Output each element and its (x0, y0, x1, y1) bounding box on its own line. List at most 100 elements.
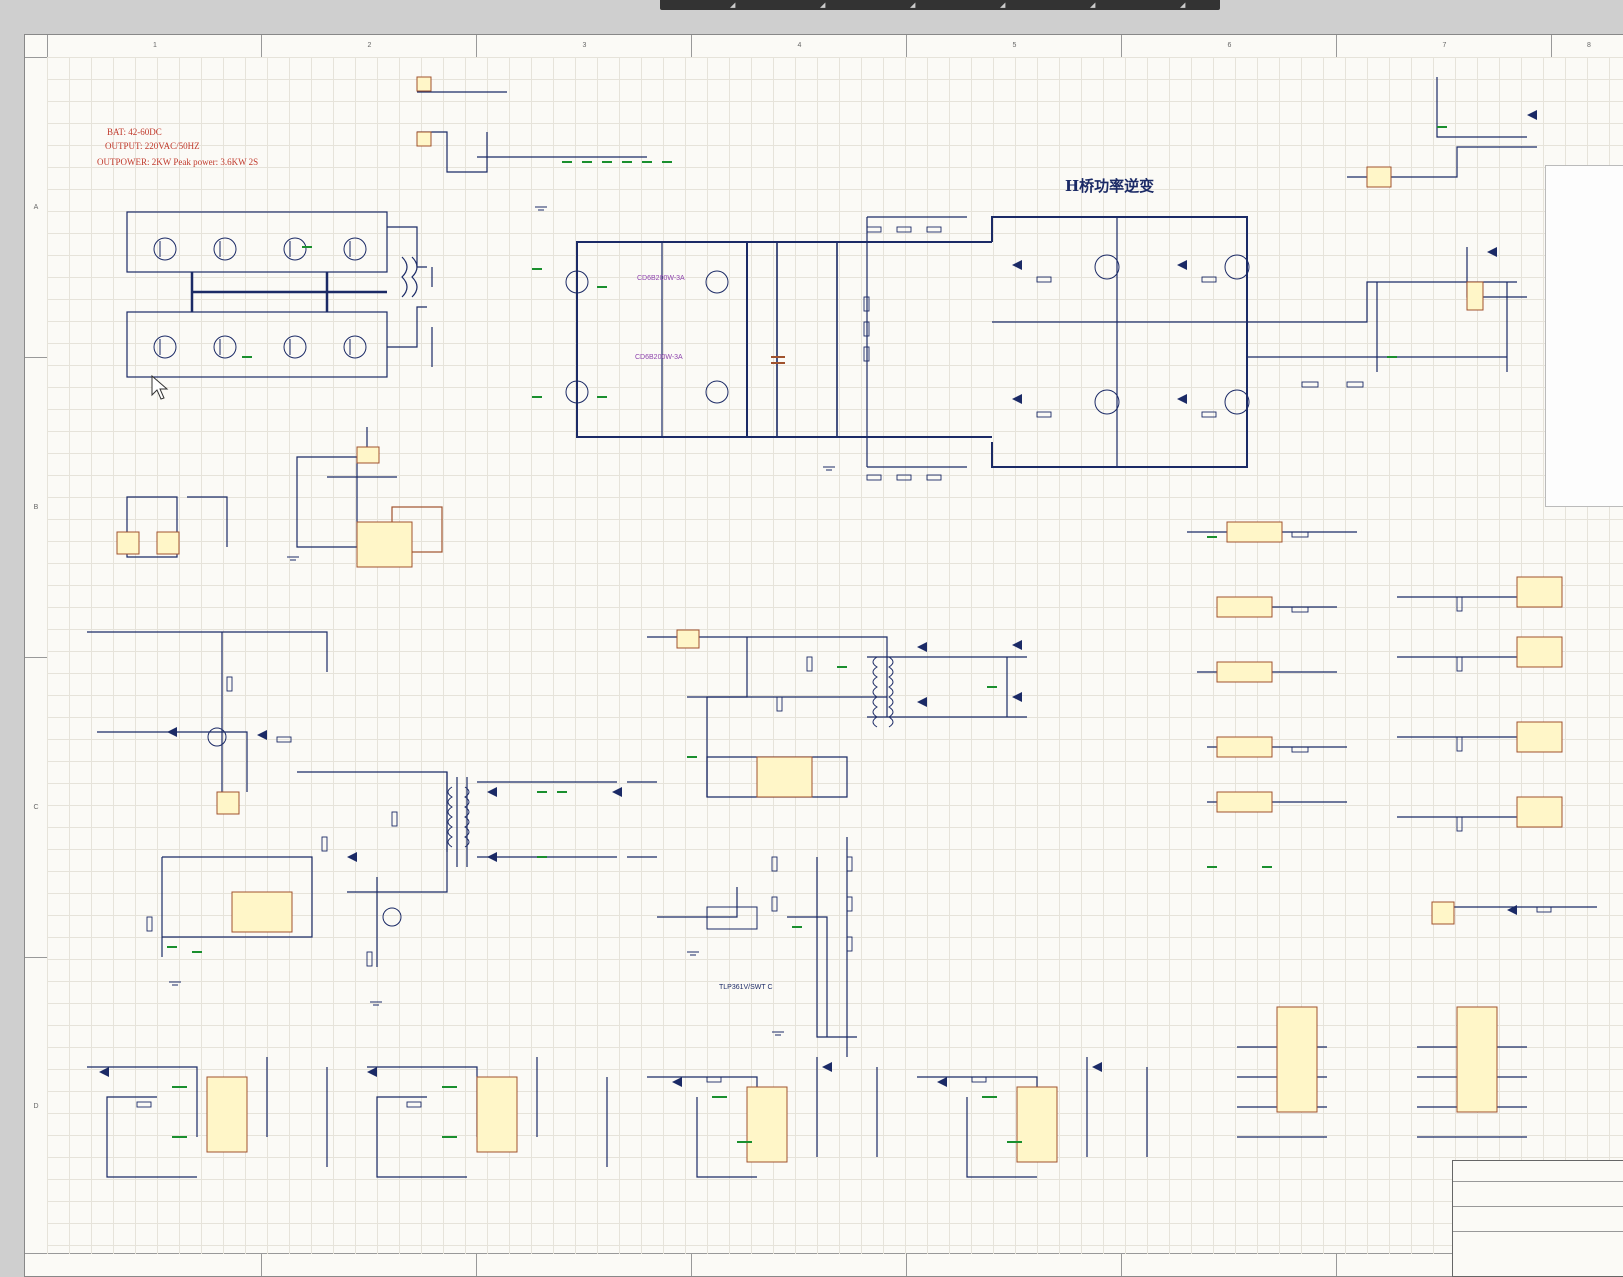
optocoupler-5 (1216, 791, 1273, 813)
side-panel-overlay (1545, 165, 1623, 507)
ic-control (356, 521, 413, 568)
chip-tag-opto: TLP361V/SWT C (719, 984, 773, 991)
capacitors (167, 126, 1447, 1143)
mosfet-symbol (283, 335, 307, 359)
mosfet-symbol (213, 237, 237, 261)
toolbar-tick: ◢ (820, 1, 826, 9)
document-toolbar: ◢ ◢ ◢ ◢ ◢ ◢ (660, 0, 1220, 10)
diode (487, 787, 497, 797)
toolbar-tick: ◢ (1180, 1, 1186, 9)
diode (672, 1077, 682, 1087)
toolbar-tick: ◢ (730, 1, 736, 9)
diode (1507, 905, 1517, 915)
chip-tag-driver-1: CD6B200W-3A (637, 275, 685, 282)
diode (347, 852, 357, 862)
zone-col-7: 7 (1336, 35, 1552, 57)
schematic-canvas[interactable]: BAT: 42-60DC OUTPUT: 220VAC/50HZ OUTPOWE… (47, 57, 1623, 1254)
zone-ruler-bottom (25, 1253, 1623, 1276)
connector-bat-plus (416, 76, 432, 92)
zone-col-8: 8 (1551, 35, 1623, 57)
mosfet-symbol (1094, 254, 1120, 280)
ic-regulator (356, 446, 380, 464)
zone-col-2: 2 (261, 35, 477, 57)
connector-fan-1 (116, 531, 140, 555)
toolbar-tick: ◢ (1090, 1, 1096, 9)
ground-symbols (169, 206, 835, 1036)
mosfet-symbol (1094, 389, 1120, 415)
diode (1012, 640, 1022, 650)
ic-packages (116, 76, 1563, 1163)
diode (1177, 394, 1187, 404)
schematic-sheet[interactable]: 1 2 3 4 5 6 7 8 A B C D BAT: 42-60DC OUT… (24, 34, 1623, 1277)
ic-gate-driver-1 (206, 1076, 248, 1153)
h-bridge-section-title: H桥功率逆变 (1065, 177, 1155, 195)
mosfet-symbol (343, 237, 367, 261)
bus-capacitor (771, 356, 785, 364)
diode (822, 1062, 832, 1072)
ic-gate-driver-2 (476, 1076, 518, 1153)
diode (1092, 1062, 1102, 1072)
diode (1487, 247, 1497, 257)
wires (87, 77, 1597, 1178)
zone-col-5: 5 (906, 35, 1122, 57)
mosfet-symbol (153, 335, 177, 359)
toolbar-tick: ◢ (1000, 1, 1006, 9)
diode (367, 1067, 377, 1077)
zone-ruler-left: A B C D (25, 57, 48, 1254)
zone-col-1: 1 (47, 35, 262, 57)
mosfet-symbol (213, 335, 237, 359)
zone-col-divider (1121, 1254, 1337, 1276)
diode (937, 1077, 947, 1087)
diode (167, 727, 177, 737)
connector-header-p2 (1456, 1006, 1498, 1113)
mosfet-bank-top (126, 211, 388, 273)
ic-opto-driver-4 (1516, 796, 1563, 828)
zone-col-divider (691, 1254, 907, 1276)
optocoupler-3 (1216, 661, 1273, 683)
ic-gate-driver-4 (1016, 1086, 1058, 1163)
zone-col-3: 3 (476, 35, 692, 57)
zone-col-6: 6 (1121, 35, 1337, 57)
title-block (1452, 1160, 1623, 1277)
mosfet-symbol (565, 380, 589, 404)
mouse-pointer-icon (151, 375, 169, 400)
diodes (99, 110, 1537, 1087)
diode (917, 642, 927, 652)
zone-row-b: B (25, 357, 47, 658)
optocoupler-4 (1216, 736, 1273, 758)
optocoupler-outline (706, 906, 758, 930)
chip-tag-driver-2: CD6B200W-3A (635, 354, 683, 361)
zone-col-divider (261, 1254, 477, 1276)
diode (99, 1067, 109, 1077)
transistors (153, 237, 1250, 927)
diode (487, 852, 497, 862)
zone-row-d: D (25, 957, 47, 1255)
diode (612, 787, 622, 797)
mosfet-symbol (343, 335, 367, 359)
diode (1177, 260, 1187, 270)
mosfet-symbol (705, 270, 729, 294)
diode (917, 697, 927, 707)
title-block-divider (1453, 1206, 1623, 1207)
h-bridge-frame (991, 216, 1248, 468)
zone-col-divider (906, 1254, 1122, 1276)
diode (1527, 110, 1537, 120)
outpower-spec-note: OUTPOWER: 2KW Peak power: 3.6KW 2S (97, 157, 259, 167)
zone-col-4: 4 (691, 35, 907, 57)
zone-col-divider (476, 1254, 692, 1276)
connector-switch (1431, 901, 1455, 925)
diode (257, 730, 267, 740)
transistor-symbol (207, 727, 227, 747)
resistors (136, 226, 1552, 1108)
zone-ruler-top: 1 2 3 4 5 6 7 8 (25, 35, 1623, 58)
diode (1012, 394, 1022, 404)
zone-row-a: A (25, 57, 47, 358)
connector-power-switch (216, 791, 240, 815)
mosfet-symbol (565, 270, 589, 294)
zone-row-c: C (25, 657, 47, 958)
mosfet-bank-bottom (126, 311, 388, 378)
mosfet-symbol (1224, 254, 1250, 280)
ic-sensor (1366, 166, 1392, 188)
toolbar-tick: ◢ (910, 1, 916, 9)
title-block-divider (1453, 1181, 1623, 1182)
